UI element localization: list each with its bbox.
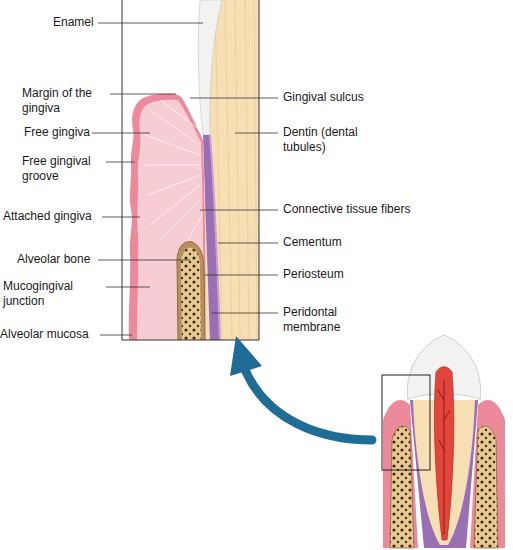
part-label: Mucogingival junction <box>3 279 83 309</box>
part-label: Cementum <box>283 235 403 250</box>
part-label: Alveolar bone <box>17 252 107 267</box>
part-label: Attached gingiva <box>3 209 103 224</box>
part-label: Periosteum <box>283 267 403 282</box>
part-label: Dentin (dental tubules) <box>283 125 378 155</box>
part-label: Enamel <box>53 15 113 30</box>
part-label: Alveolar mucosa <box>0 327 100 342</box>
part-label: Margin of the gingiva <box>22 86 102 116</box>
part-label: Free gingiva <box>24 125 104 140</box>
part-label: Connective tissue fibers <box>283 202 443 217</box>
part-label: Free gingival groove <box>22 154 100 184</box>
part-label: Gingival sulcus <box>283 90 403 105</box>
part-label: Peridontal membrane <box>283 305 353 335</box>
